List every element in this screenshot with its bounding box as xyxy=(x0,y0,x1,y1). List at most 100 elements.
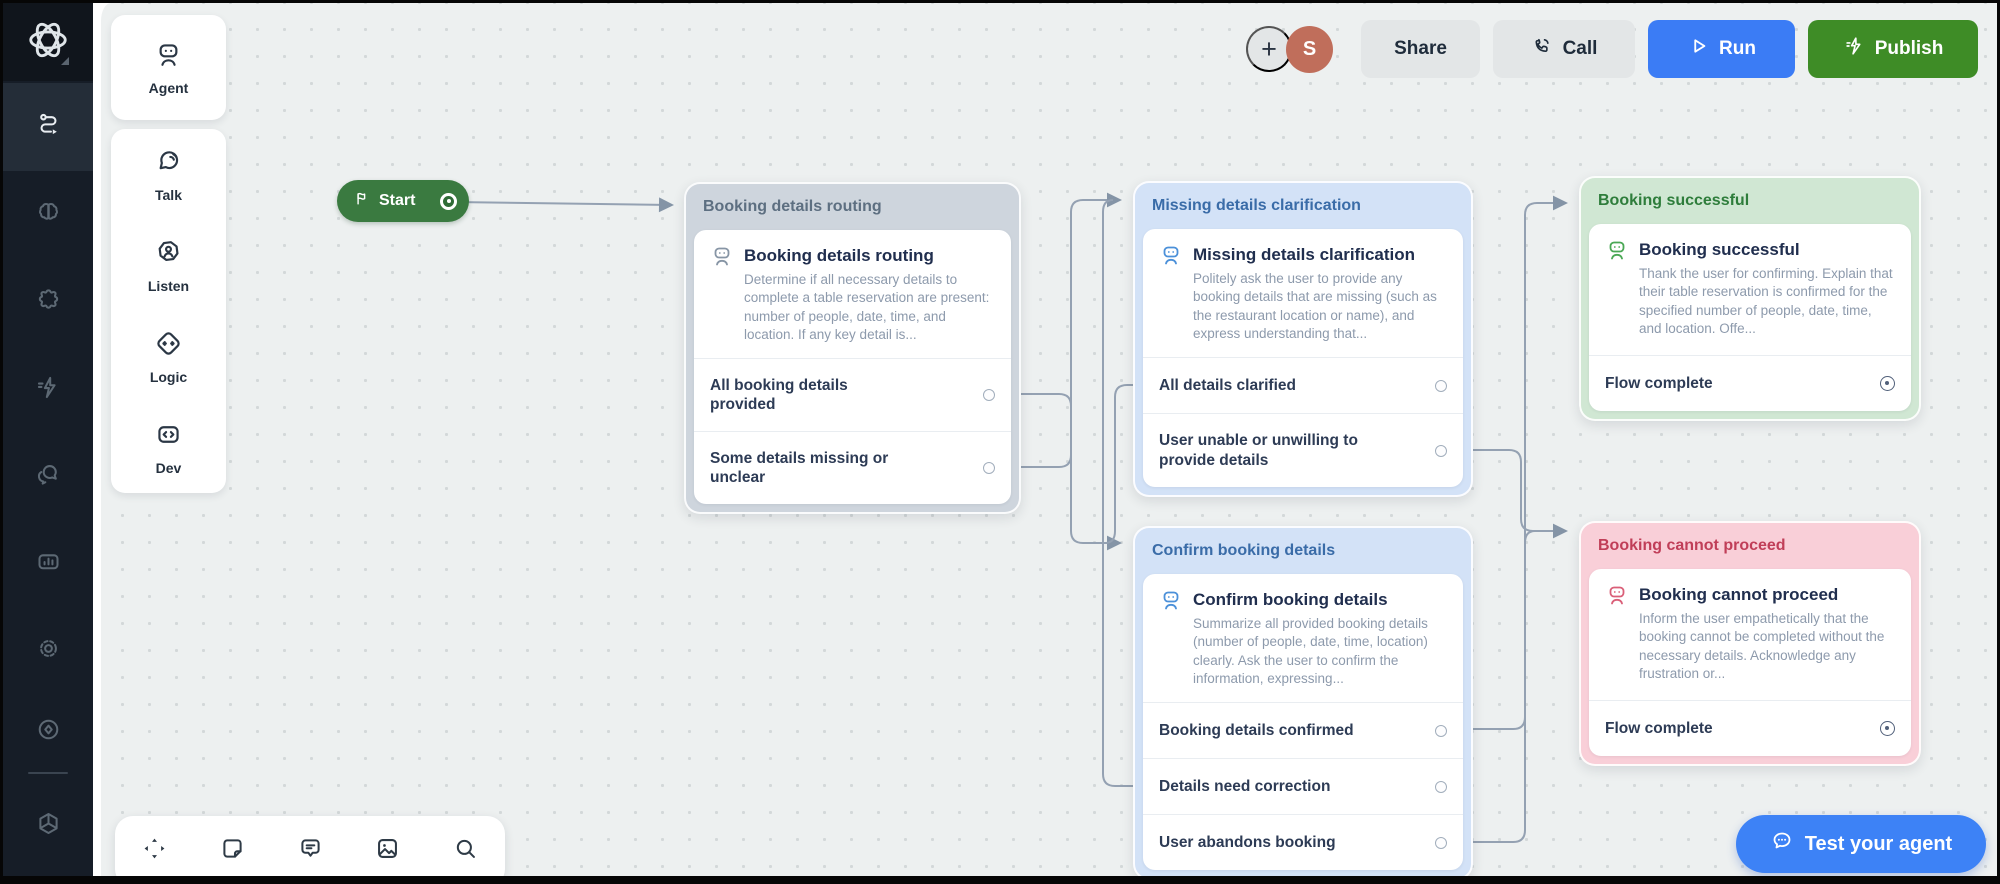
palette-item-dev[interactable]: Dev xyxy=(154,420,183,476)
palette-item-talk[interactable]: Talk xyxy=(154,147,183,203)
node-title: Booking details routing xyxy=(744,246,934,265)
robot-icon xyxy=(1605,239,1629,355)
output-row: Flow complete xyxy=(1589,355,1911,411)
output-handle[interactable] xyxy=(983,389,995,401)
node-confirm-booking-details[interactable]: Confirm booking details Confirm booking … xyxy=(1133,526,1473,876)
start-label: Start xyxy=(379,192,416,209)
palette-item-listen[interactable]: Listen xyxy=(148,238,189,294)
node-body: Confirm booking details Summarize all pr… xyxy=(1143,574,1463,870)
flow-end-icon xyxy=(1880,721,1895,736)
robot-icon xyxy=(1159,244,1183,357)
node-booking-details-routing[interactable]: Booking details routing Booking details … xyxy=(684,182,1021,514)
node-title: Booking successful xyxy=(1639,240,1800,259)
note-icon[interactable] xyxy=(219,835,246,862)
output-handle[interactable] xyxy=(983,462,995,474)
logo-block[interactable] xyxy=(3,3,93,81)
output-row: User unable or unwilling to provide deta… xyxy=(1143,413,1463,487)
flash-icon xyxy=(35,374,62,406)
node-booking-successful[interactable]: Booking successful Booking successful Th… xyxy=(1579,176,1921,421)
output-row: All details clarified xyxy=(1143,357,1463,413)
play-icon xyxy=(1687,35,1709,63)
node-header: Booking details routing xyxy=(703,198,882,215)
search-icon[interactable] xyxy=(452,835,479,862)
output-handle[interactable] xyxy=(1435,444,1447,457)
sidebar-item-analytics[interactable] xyxy=(3,534,93,594)
node-description: Determine if all necessary details to co… xyxy=(744,272,990,343)
robot-icon xyxy=(710,245,734,358)
node-title: Confirm booking details xyxy=(1193,590,1388,609)
gear-icon xyxy=(35,635,62,667)
palette-item-agent[interactable]: Agent xyxy=(149,40,188,96)
output-handle[interactable] xyxy=(1435,724,1447,737)
sidebar-item-chat[interactable] xyxy=(3,447,93,507)
flow-end-icon xyxy=(1880,376,1895,391)
output-row: User abandons booking xyxy=(1143,814,1463,870)
robot-icon xyxy=(1605,584,1629,700)
bar-chart-icon xyxy=(35,548,62,580)
image-icon[interactable] xyxy=(374,835,401,862)
start-output-handle[interactable] xyxy=(440,192,457,210)
target-icon xyxy=(35,716,62,748)
output-handle[interactable] xyxy=(1435,780,1447,793)
brain-icon xyxy=(35,200,62,232)
start-node[interactable]: Start xyxy=(337,180,469,222)
comment-icon[interactable] xyxy=(297,835,324,862)
node-description: Summarize all provided booking details (… xyxy=(1193,616,1428,687)
logo-caret-icon xyxy=(61,57,69,65)
sidebar-item-packages[interactable] xyxy=(3,796,93,856)
diamond-arrows-icon xyxy=(154,329,183,363)
node-description: Thank the user for confirming. Explain t… xyxy=(1639,266,1893,337)
palette-item-logic[interactable]: Logic xyxy=(150,329,187,385)
node-header: Confirm booking details xyxy=(1152,542,1336,559)
node-description: Inform the user empathetically that the … xyxy=(1639,611,1885,682)
node-missing-details-clarification[interactable]: Missing details clarification Missing de… xyxy=(1133,181,1473,497)
node-body: Booking details routing Determine if all… xyxy=(694,230,1011,504)
sidebar-item-flash[interactable] xyxy=(3,360,93,420)
output-row: All booking details provided xyxy=(694,358,1011,431)
phone-icon xyxy=(1531,35,1553,63)
sidebar-item-brain[interactable] xyxy=(3,186,93,246)
sidebar-item-settings[interactable] xyxy=(3,621,93,681)
sidebar-item-records[interactable] xyxy=(3,702,93,762)
node-header: Booking cannot proceed xyxy=(1598,537,1786,554)
test-your-agent-button[interactable]: Test your agent xyxy=(1736,815,1986,873)
node-booking-cannot-proceed[interactable]: Booking cannot proceed Booking cannot pr… xyxy=(1579,521,1921,766)
output-row: Flow complete xyxy=(1589,700,1911,756)
run-button[interactable]: Run xyxy=(1648,20,1795,78)
call-button[interactable]: Call xyxy=(1493,20,1635,78)
robot-icon xyxy=(154,40,183,74)
avatar[interactable]: S xyxy=(1286,26,1333,73)
publish-flash-icon xyxy=(1843,35,1865,63)
node-title: Missing details clarification xyxy=(1193,245,1416,264)
chat-icon xyxy=(35,461,62,493)
person-badge-icon xyxy=(154,238,183,272)
route-icon xyxy=(35,111,62,143)
puzzle-icon xyxy=(35,287,62,319)
output-row: Some details missing or unclear xyxy=(694,431,1011,504)
sidebar xyxy=(3,3,93,876)
output-row: Booking details confirmed xyxy=(1143,702,1463,758)
output-row: Details need correction xyxy=(1143,758,1463,814)
move-icon[interactable] xyxy=(141,835,168,862)
output-handle[interactable] xyxy=(1435,836,1447,849)
sidebar-divider xyxy=(28,772,68,774)
output-handle[interactable] xyxy=(1435,379,1447,392)
node-header: Booking successful xyxy=(1598,192,1750,209)
speech-bubble-icon xyxy=(154,147,183,181)
palette-agent-card: Agent xyxy=(111,15,226,120)
code-icon xyxy=(154,420,183,454)
chat-dots-icon xyxy=(1770,829,1794,859)
node-body: Missing details clarification Politely a… xyxy=(1143,229,1463,487)
sidebar-item-flow[interactable] xyxy=(3,83,93,171)
canvas-toolbar xyxy=(115,816,505,876)
palette-blocks-card: Talk Listen Logic Dev xyxy=(111,129,226,493)
flow-canvas[interactable]: Start Booking details routing Booking de… xyxy=(93,3,1997,876)
node-description: Politely ask the user to provide any boo… xyxy=(1193,271,1437,342)
flag-icon xyxy=(353,190,370,212)
node-header: Missing details clarification xyxy=(1152,197,1361,214)
robot-icon xyxy=(1159,589,1183,702)
publish-button[interactable]: Publish xyxy=(1808,20,1978,78)
sidebar-item-puzzle[interactable] xyxy=(3,273,93,333)
share-button[interactable]: Share xyxy=(1361,20,1480,78)
